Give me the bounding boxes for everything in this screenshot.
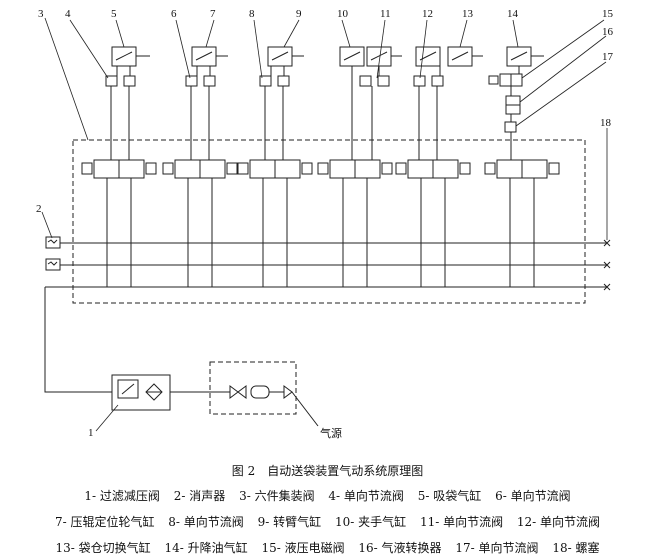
legend-line: 13- 袋仓切换气缸 14- 升降油气缸 15- 液压电磁阀 16- 气液转换器… — [0, 539, 655, 556]
callout-13: 13 — [462, 8, 474, 20]
valve-unit-5 — [395, 46, 483, 287]
callout-5: 5 — [111, 8, 117, 20]
legend-item: 15- 液压电磁阀 — [261, 541, 345, 555]
filter-regulator — [111, 374, 171, 411]
callout-10: 10 — [337, 8, 349, 20]
valve-unit-4 — [317, 46, 402, 287]
callout-17: 17 — [602, 51, 614, 63]
callout-12: 12 — [422, 8, 433, 20]
legend-item: 5- 吸袋气缸 — [417, 489, 482, 503]
callout-4: 4 — [65, 8, 71, 20]
legend-line: 7- 压辊定位轮气缸 8- 单向节流阀 9- 转臂气缸 10- 夹手气缸 11-… — [0, 513, 655, 530]
legend-item: 4- 单向节流阀 — [328, 489, 404, 503]
callout-16: 16 — [602, 26, 614, 38]
legend-item: 18- 螺塞 — [552, 541, 600, 555]
legend-item: 12- 单向节流阀 — [516, 515, 601, 529]
callout-18: 18 — [600, 117, 612, 129]
legend-item: 16- 气液转换器 — [358, 541, 442, 555]
legend-item: 8- 单向节流阀 — [168, 515, 244, 529]
valve-unit-3 — [237, 46, 313, 287]
muffler-symbols — [45, 236, 61, 271]
valve-unit-2 — [162, 46, 238, 287]
legend-item: 14- 升降油气缸 — [164, 541, 248, 555]
valve-unit-6 — [484, 46, 560, 287]
legend-item: 6- 单向节流阀 — [495, 489, 571, 503]
legend-item: 1- 过滤减压阀 — [84, 489, 160, 503]
legend-item: 17- 单向节流阀 — [455, 541, 539, 555]
legend-item: 11- 单向节流阀 — [419, 515, 504, 529]
air-source-assembly — [209, 361, 319, 427]
main-air-lines — [44, 242, 607, 393]
callout-2: 2 — [36, 203, 42, 215]
callout-leaders — [41, 17, 608, 432]
legend-item: 13- 袋仓切换气缸 — [55, 541, 151, 555]
legend-item: 7- 压辊定位轮气缸 — [54, 515, 155, 529]
legend-item: 2- 消声器 — [173, 489, 226, 503]
legend-item: 10- 夹手气缸 — [334, 515, 407, 529]
callout-11: 11 — [380, 8, 391, 20]
callout-7: 7 — [210, 8, 216, 20]
valve-unit-1 — [81, 46, 157, 287]
callout-9: 9 — [296, 8, 302, 20]
air-source-label: 气源 — [320, 426, 342, 440]
legend-item: 3- 六件集装阀 — [239, 489, 315, 503]
callout-6: 6 — [171, 8, 177, 20]
callout-1: 1 — [88, 427, 94, 439]
figure-caption: 图 2 自动送袋装置气动系统原理图 — [231, 464, 424, 478]
legend-item: 9- 转臂气缸 — [257, 515, 322, 529]
pneumatic-schematic: 1 2 3 4 5 6 7 8 9 10 11 12 13 14 15 16 1… — [36, 8, 614, 440]
six-valve-manifold-enclosure — [72, 139, 586, 304]
callout-3: 3 — [38, 8, 44, 20]
callout-14: 14 — [507, 8, 519, 20]
callout-8: 8 — [249, 8, 255, 20]
plug-symbols — [603, 239, 611, 291]
callout-15: 15 — [602, 8, 614, 20]
legend-line: 1- 过滤减压阀 2- 消声器 3- 六件集装阀 4- 单向节流阀 5- 吸袋气… — [0, 487, 655, 504]
